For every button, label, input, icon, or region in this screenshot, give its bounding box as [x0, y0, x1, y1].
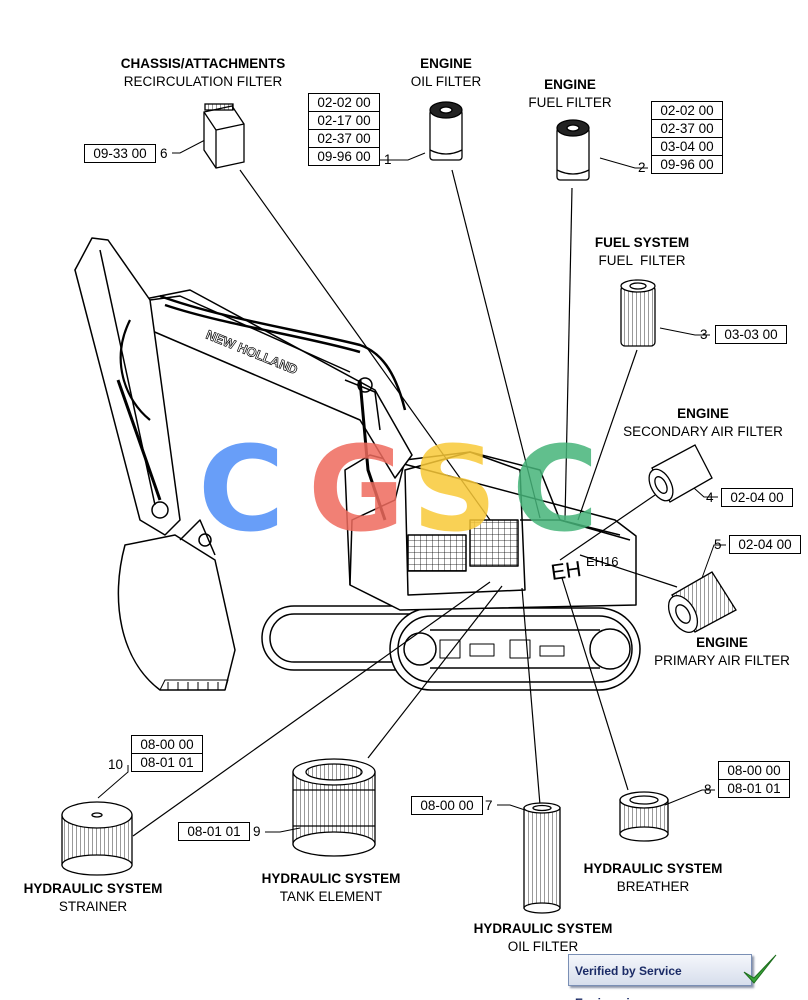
part-6-system: CHASSIS/ATTACHMENTS — [120, 56, 286, 71]
part-4-system: ENGINE — [677, 406, 729, 421]
part-4-name: SECONDARY AIR FILTER — [623, 424, 783, 439]
ref-cell: 08-01 01 — [719, 779, 789, 797]
bucket — [117, 519, 236, 691]
ref-cell: 09-96 00 — [309, 147, 379, 165]
part-7-refs: 08-00 00 — [411, 796, 483, 815]
ref-cell: 03-03 00 — [724, 327, 778, 342]
part-2-label: ENGINE FUEL FILTER — [510, 76, 630, 112]
part-9-refs: 08-01 01 — [178, 822, 250, 841]
part-1-number: 1 — [384, 152, 392, 167]
part-6-label: CHASSIS/ATTACHMENTS RECIRCULATION FILTER — [103, 55, 303, 91]
ref-cell: 02-04 00 — [730, 490, 784, 505]
part-2-system: ENGINE — [544, 77, 596, 92]
part-9-label: HYDRAULIC SYSTEM TANK ELEMENT — [246, 870, 416, 906]
part-7-system: HYDRAULIC SYSTEM — [473, 921, 613, 936]
track-front — [389, 607, 641, 691]
ref-cell: 02-02 00 — [317, 95, 371, 110]
primary-air-filter-icon — [667, 571, 737, 633]
part-1-name: OIL FILTER — [410, 74, 482, 89]
leader-lines — [97, 139, 726, 837]
watermark-letter-g: G — [308, 420, 405, 558]
part-7-label: HYDRAULIC SYSTEM OIL FILTER — [458, 920, 628, 956]
part-2-name: FUEL FILTER — [528, 95, 612, 110]
ref-cell: 08-00 00 — [140, 737, 194, 752]
part-6-refs: 09-33 00 — [84, 144, 156, 163]
part-1-label: ENGINE OIL FILTER — [386, 55, 506, 91]
part-7-number: 7 — [485, 798, 493, 813]
part-1-system: ENGINE — [420, 56, 472, 71]
fuel-system-filter-icon — [620, 279, 656, 347]
part-5-refs: 02-04 00 — [729, 535, 801, 554]
ref-cell: 08-00 00 — [420, 798, 474, 813]
part-10-name: STRAINER — [58, 899, 128, 914]
ref-cell: 02-37 00 — [652, 119, 722, 137]
ref-cell: 08-01 01 — [187, 824, 241, 839]
part-7-name: OIL FILTER — [507, 939, 579, 954]
ref-cell: 09-96 00 — [652, 155, 722, 173]
watermark: C G S C — [198, 420, 599, 558]
part-8-refs: 08-00 00 08-01 01 — [718, 761, 790, 798]
part-4-label: ENGINE SECONDARY AIR FILTER — [608, 405, 798, 441]
hydraulic-breather-icon — [619, 791, 669, 842]
ref-cell: 08-00 00 — [727, 763, 781, 778]
part-3-system: FUEL SYSTEM — [594, 235, 690, 250]
watermark-letter-c2: C — [512, 420, 599, 558]
part-4-number: 4 — [706, 490, 714, 505]
ref-cell: 09-33 00 — [93, 146, 147, 161]
part-1-refs: 02-02 00 02-17 00 02-37 00 09-96 00 — [308, 93, 380, 166]
part-5-system: ENGINE — [696, 635, 748, 650]
hydraulic-oil-filter-icon — [523, 802, 561, 914]
arm — [74, 237, 181, 536]
part-9-number: 9 — [253, 824, 261, 839]
upper-structure: EH EH16 — [344, 451, 637, 611]
ref-cell: 02-17 00 — [309, 111, 379, 129]
part-8-system: HYDRAULIC SYSTEM — [583, 861, 723, 876]
part-8-number: 8 — [704, 782, 712, 797]
ref-cell: 03-04 00 — [652, 137, 722, 155]
part-3-number: 3 — [700, 327, 708, 342]
part-9-name: TANK ELEMENT — [279, 889, 383, 904]
part-10-label: HYDRAULIC SYSTEM STRAINER — [8, 880, 178, 916]
checkmark-icon — [743, 954, 777, 984]
svg-text:EH: EH — [549, 556, 583, 585]
part-6-number: 6 — [160, 146, 168, 161]
part-10-refs: 08-00 00 08-01 01 — [131, 735, 203, 772]
engine-fuel-filter-icon — [556, 119, 590, 181]
part-5-label: ENGINE PRIMARY AIR FILTER — [640, 634, 804, 670]
ref-cell: 02-02 00 — [660, 103, 714, 118]
watermark-letter-c1: C — [198, 420, 285, 558]
part-3-label: FUEL SYSTEM FUEL FILTER — [572, 234, 712, 270]
hydraulic-strainer-icon — [61, 801, 133, 876]
part-5-number: 5 — [714, 537, 722, 552]
part-3-name: FUEL FILTER — [598, 253, 686, 268]
hydraulic-tank-element-icon — [292, 758, 376, 857]
secondary-air-filter-icon — [648, 444, 713, 503]
watermark-letter-s: S — [412, 420, 497, 558]
part-6-name: RECIRCULATION FILTER — [123, 74, 283, 89]
part-8-label: HYDRAULIC SYSTEM BREATHER — [568, 860, 738, 896]
part-2-refs: 02-02 00 02-37 00 03-04 00 09-96 00 — [651, 101, 723, 174]
ref-cell: 08-01 01 — [132, 753, 202, 771]
ref-cell: 02-37 00 — [309, 129, 379, 147]
part-5-name: PRIMARY AIR FILTER — [654, 653, 790, 668]
part-10-system: HYDRAULIC SYSTEM — [23, 881, 163, 896]
verified-badge: Verified by Service Engineering — [568, 954, 752, 1000]
part-9-system: HYDRAULIC SYSTEM — [261, 871, 401, 886]
ref-cell: 02-04 00 — [738, 537, 792, 552]
engine-oil-filter-icon — [429, 101, 463, 161]
part-2-number: 2 — [638, 160, 646, 175]
part-8-name: BREATHER — [616, 879, 690, 894]
part-3-refs: 03-03 00 — [715, 325, 787, 344]
part-10-number: 10 — [108, 757, 124, 772]
recirculation-filter-icon — [203, 103, 245, 169]
part-4-refs: 02-04 00 — [721, 488, 793, 507]
